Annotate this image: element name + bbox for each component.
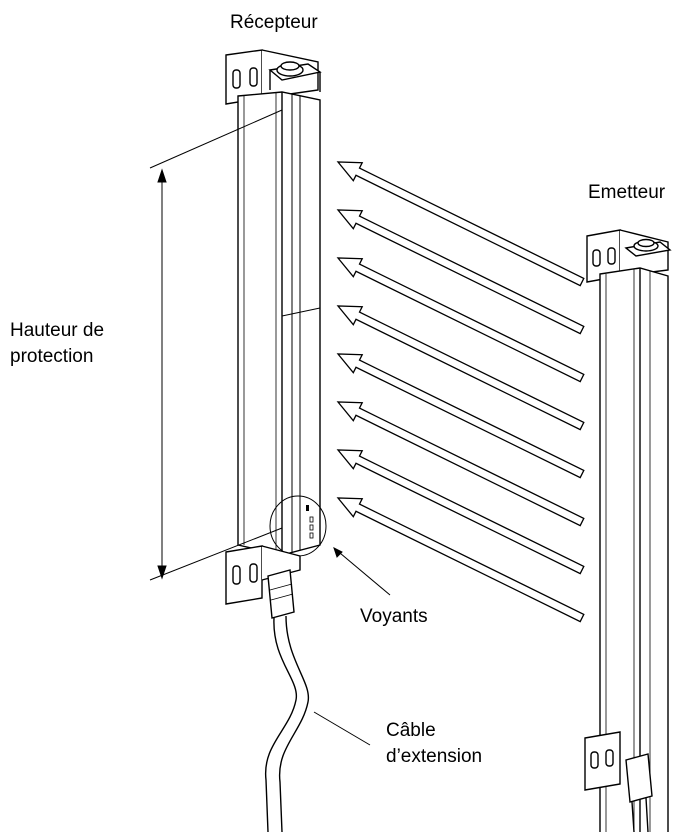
emitter-bottom-bracket [584, 731, 621, 791]
light-beam-arrow [336, 401, 585, 527]
light-beam-arrow [336, 449, 585, 575]
emitter-unit [584, 229, 672, 832]
protection-height-label-line1: Hauteur de [10, 320, 104, 341]
leader-lines [313, 547, 391, 746]
light-beam-arrow [336, 305, 585, 431]
light-beam-arrow [336, 209, 585, 335]
light-beams [336, 161, 585, 623]
cable-leader [313, 711, 371, 746]
receiver-unit [225, 49, 327, 619]
extension-cable [265, 615, 310, 832]
receiver-connector [267, 569, 295, 619]
light-beam-arrow [336, 353, 585, 479]
indicators-leader [333, 547, 391, 596]
receiver-label: Récepteur [230, 12, 318, 33]
cable-label-line2: d’extension [386, 746, 482, 767]
emitter-connector [625, 753, 653, 803]
indicators-label: Voyants [360, 606, 428, 627]
light-beam-arrow [336, 257, 585, 383]
receiver-bottom-bracket [225, 545, 263, 605]
emitter-label: Emetteur [588, 182, 666, 203]
cable-label-line1: Câble [386, 720, 436, 741]
receiver-column [237, 91, 321, 556]
protection-height-label-line2: protection [10, 346, 93, 367]
light-beam-arrow [336, 497, 585, 623]
light-beam-arrow [336, 161, 585, 287]
protection-height-dimension [149, 109, 283, 581]
